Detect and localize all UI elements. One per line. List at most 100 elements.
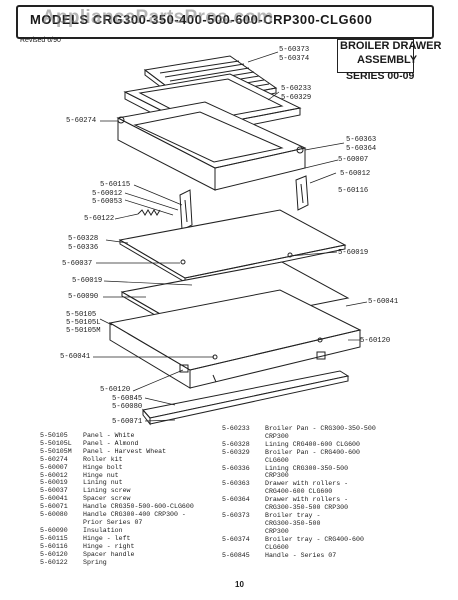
part-description: Hinge - right bbox=[83, 542, 135, 550]
legend-row: Prior Series 07 bbox=[40, 519, 220, 527]
callout-label: 5-60363 bbox=[346, 136, 377, 144]
part-number: 5-60233 bbox=[222, 425, 250, 432]
part-description: Panel - White bbox=[83, 432, 135, 439]
part-number bbox=[222, 433, 265, 441]
callout-label: 5-60274 bbox=[66, 117, 97, 125]
part-number: 5-50105M bbox=[40, 447, 72, 455]
legend-row: CLG600 bbox=[222, 544, 422, 552]
part-number: 5-50105L bbox=[40, 439, 72, 447]
part-description: CLG600 bbox=[265, 543, 289, 551]
part-number bbox=[222, 504, 265, 512]
callout-label: 5-60374 bbox=[279, 55, 310, 63]
part-description: Drawer with rollers - bbox=[265, 496, 349, 504]
part-description: CLG600 bbox=[265, 456, 289, 464]
part-description: Broiler tray - CRG400-600 bbox=[265, 535, 364, 543]
part-description: CRP300 bbox=[265, 472, 289, 480]
callout-label: 5-60329 bbox=[281, 94, 312, 102]
model-line: MODELS CRG300-350-400-500-600-CRP300-CLG… bbox=[30, 12, 373, 27]
hinge-right bbox=[295, 175, 309, 211]
callout-label: 5-60122 bbox=[84, 215, 115, 223]
spring bbox=[137, 209, 161, 216]
callout-label: 5-60115 bbox=[100, 181, 131, 189]
title-box bbox=[337, 39, 414, 73]
callout-label: 5-60120 bbox=[100, 386, 131, 394]
part-number bbox=[222, 520, 265, 528]
part-number: 5-60374 bbox=[222, 535, 250, 543]
part-number bbox=[222, 528, 265, 536]
part-number: 5-60090 bbox=[40, 526, 68, 534]
part-number: 5-60373 bbox=[222, 511, 250, 519]
legend-row: CRG400-600 CLG600 bbox=[222, 488, 422, 496]
callout-label: 5-50105M bbox=[66, 327, 101, 335]
callout-label: 5-50105 bbox=[66, 311, 97, 319]
legend-row: CLG600 bbox=[222, 457, 422, 465]
part-description: Panel - Harvest Wheat bbox=[83, 447, 167, 455]
part-number: 5-60007 bbox=[40, 463, 68, 471]
callout-label: 5-60120 bbox=[360, 337, 391, 345]
part-description: CRG300-350-500 bbox=[265, 519, 321, 527]
spacer-handles bbox=[179, 351, 326, 383]
part-number bbox=[222, 488, 265, 496]
part-number: 5-60012 bbox=[40, 471, 68, 479]
callout-label: 5-60019 bbox=[72, 277, 103, 285]
watermark: AppliancePartsPros.com bbox=[42, 7, 274, 28]
part-number: 5-60041 bbox=[40, 495, 68, 503]
callout-label: 5-60041 bbox=[368, 298, 399, 306]
callout-label: 5-60233 bbox=[281, 85, 312, 93]
part-description: Lining screw bbox=[83, 487, 131, 495]
callout-label: 5-60053 bbox=[92, 198, 123, 206]
part-number: 5-60120 bbox=[40, 550, 68, 558]
part-description: CRP300 bbox=[265, 527, 289, 535]
callout-label: 5-60019 bbox=[338, 249, 369, 257]
legend-row: 5-60374 Broiler tray - CRG400-600 bbox=[222, 536, 422, 544]
callout-label: 5-60328 bbox=[68, 235, 99, 243]
legend-row: 5-60012 Hinge nut bbox=[40, 472, 220, 480]
legend-row: 5-50105M Panel - Harvest Wheat bbox=[40, 448, 220, 456]
callout-label: 5-60012 bbox=[92, 190, 123, 198]
part-description: Hinge nut bbox=[83, 471, 119, 479]
legend-row: 5-50105 Panel - White bbox=[40, 432, 220, 440]
part-description: Broiler Pan - CRG400-600 bbox=[265, 448, 360, 456]
callout-label: 5-60037 bbox=[62, 260, 93, 268]
callout-label: 5-60080 bbox=[112, 403, 143, 411]
callout-label: 5-60845 bbox=[112, 395, 143, 403]
part-number: 5-60019 bbox=[40, 479, 68, 487]
part-number: 5-60363 bbox=[222, 480, 250, 488]
callout-label: 5-50105L bbox=[66, 319, 101, 327]
drawer-with-rollers bbox=[116, 101, 307, 191]
leader-lines bbox=[93, 51, 368, 422]
callout-label: 5-60071 bbox=[112, 418, 143, 426]
part-description: Handle - Series 07 bbox=[265, 551, 337, 559]
part-number bbox=[222, 472, 265, 480]
part-description: Handle CRG300-400 CRP300 - bbox=[83, 511, 186, 519]
callout-label: 5-60364 bbox=[346, 145, 377, 153]
part-description: Broiler Pan - CRG300-350-500 bbox=[265, 425, 376, 432]
legend-row: 5-60037 Lining screw bbox=[40, 487, 220, 495]
part-description: Handle CRG350-500-600-CLG600 bbox=[83, 503, 194, 511]
part-number: 5-50105 bbox=[40, 432, 68, 439]
callout-label: 5-60007 bbox=[338, 156, 369, 164]
series-label: SERIES 00-09 bbox=[346, 70, 415, 82]
callout-label: 5-60336 bbox=[68, 244, 99, 252]
legend-row: 5-60007 Hinge bolt bbox=[40, 464, 220, 472]
part-description: Hinge bolt bbox=[83, 463, 123, 471]
part-number: 5-60037 bbox=[40, 487, 68, 495]
part-number: 5-60364 bbox=[222, 496, 250, 504]
model-header-box bbox=[16, 5, 434, 39]
part-number: 5-60328 bbox=[222, 440, 250, 448]
part-number: 5-60122 bbox=[40, 558, 68, 566]
legend-row: CRP300 bbox=[222, 472, 422, 480]
